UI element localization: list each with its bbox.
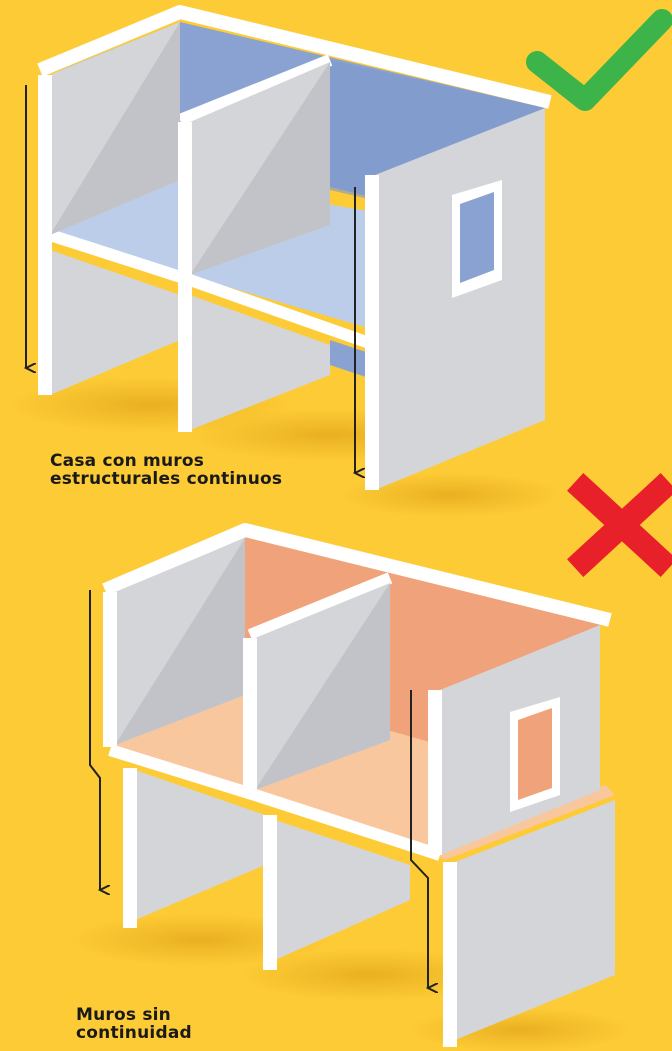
load-arrow bbox=[89, 590, 100, 890]
wall-diagonal-shade bbox=[115, 538, 245, 745]
caption-discontinuous-walls: Muros sin continuidad bbox=[76, 1005, 192, 1043]
wall-right-front bbox=[375, 108, 545, 490]
wall-edge bbox=[428, 690, 442, 855]
wall-edge bbox=[178, 122, 192, 432]
wall-left-lower bbox=[135, 770, 265, 920]
wall-edge bbox=[243, 638, 257, 793]
roof-frame bbox=[177, 54, 333, 126]
window-glass bbox=[518, 708, 552, 800]
floor-edge bbox=[108, 744, 442, 861]
wall-left-lower bbox=[50, 250, 180, 395]
wall-middle-lower bbox=[275, 820, 410, 960]
wall-diagonal-shade bbox=[190, 62, 330, 275]
wall-right-lower bbox=[455, 800, 615, 1040]
roof-frame bbox=[37, 5, 552, 109]
check-mark-icon bbox=[526, 9, 672, 111]
caption-continuous-walls: Casa con muros estructurales continuos bbox=[50, 451, 283, 489]
roof-frame bbox=[247, 572, 393, 641]
wall-middle-lower bbox=[190, 295, 330, 430]
house-discontinuous bbox=[70, 523, 630, 1051]
wall-edge bbox=[263, 815, 277, 970]
roof-frame bbox=[102, 523, 612, 627]
wall-diagonal-shade bbox=[255, 583, 390, 790]
cross-mark-icon bbox=[567, 473, 672, 577]
wall-edge bbox=[443, 862, 457, 1047]
wall-edge bbox=[103, 592, 117, 747]
ground-shadow bbox=[340, 473, 560, 517]
load-arrow bbox=[410, 690, 428, 988]
lower-blue bbox=[330, 340, 375, 380]
house-continuous bbox=[10, 5, 560, 517]
wall-edge bbox=[123, 768, 137, 928]
wall-edge bbox=[365, 175, 379, 490]
cantilever-slab bbox=[430, 785, 615, 860]
wall-edge bbox=[38, 75, 52, 395]
wall-diagonal-shade bbox=[50, 22, 180, 235]
window-glass bbox=[460, 192, 494, 283]
